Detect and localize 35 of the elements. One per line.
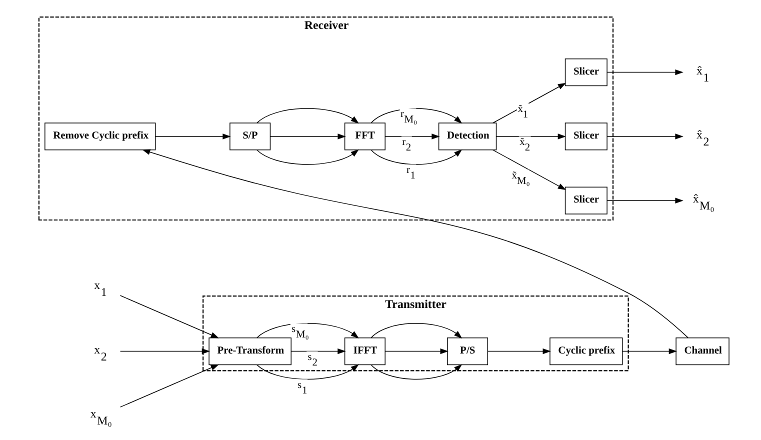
node-box: P/S (446, 338, 488, 366)
arrow (256, 149, 358, 165)
arrow (269, 134, 346, 140)
arrow (370, 323, 462, 338)
arrow (384, 348, 448, 354)
node-box: Channel (675, 338, 729, 366)
arrow (119, 295, 219, 338)
arrow (119, 364, 219, 408)
node-box: IFFT (344, 338, 385, 366)
arrow (492, 150, 566, 190)
arrow (384, 134, 440, 140)
arrow (606, 198, 683, 204)
arrow (606, 134, 683, 140)
arrow (487, 348, 550, 354)
arrow (495, 134, 566, 140)
node-box: Detection (438, 122, 496, 150)
arrow (119, 348, 210, 354)
arrow (622, 348, 677, 354)
arrow (142, 149, 688, 338)
node-box: Remove Cyclic prefix (44, 122, 156, 150)
node-box: Slicer (564, 186, 607, 214)
node-box: Slicer (564, 122, 607, 150)
node-box: Cyclic prefix (549, 338, 622, 366)
arrow (290, 348, 346, 354)
arrow (492, 82, 566, 124)
arrow (370, 364, 462, 380)
arrow (370, 149, 462, 165)
node-box: FFT (344, 122, 385, 150)
arrow (154, 134, 230, 140)
arrow (256, 364, 358, 380)
node-box: Pre-Transform (208, 338, 291, 366)
node-box: Slicer (564, 58, 607, 86)
arrow (256, 108, 358, 124)
node-box: S/P (229, 122, 270, 150)
arrow (606, 69, 683, 76)
